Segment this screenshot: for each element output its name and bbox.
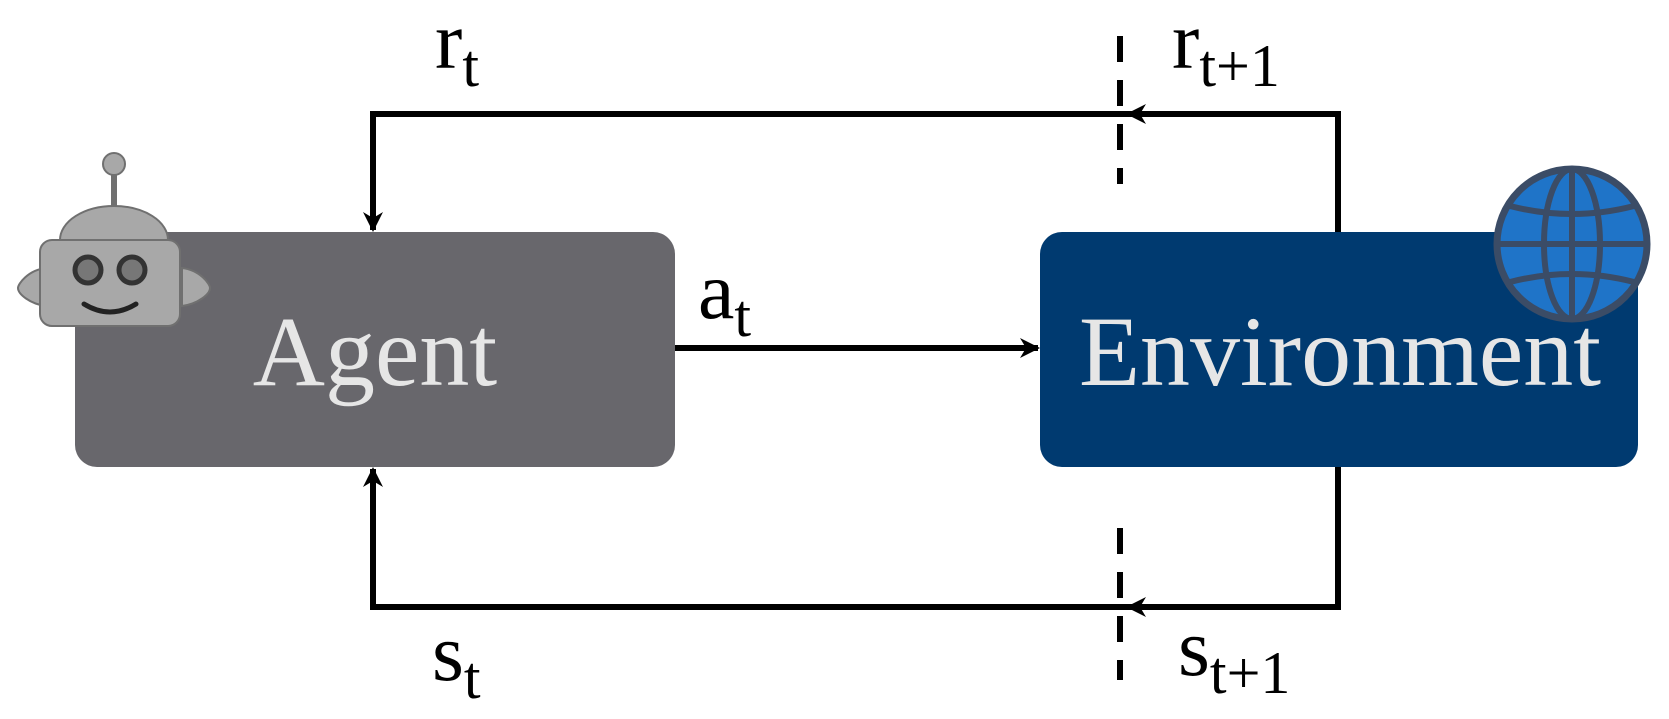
reward-feedback-arrow [363, 111, 1341, 232]
state-next-label: st+1 [1178, 602, 1290, 706]
action-label: at [698, 245, 751, 349]
robot-icon [16, 152, 212, 327]
state-feedback-arrow [363, 467, 1341, 610]
reward-next-label: rt+1 [1172, 0, 1280, 99]
environment-box [1040, 232, 1638, 467]
globe-icon [1493, 165, 1651, 323]
state-current-label: st [432, 607, 481, 711]
reward-current-label: rt [435, 0, 479, 99]
agent-box [75, 232, 675, 467]
environment-label: Environment [1079, 296, 1601, 407]
agent-label: Agent [253, 296, 498, 407]
